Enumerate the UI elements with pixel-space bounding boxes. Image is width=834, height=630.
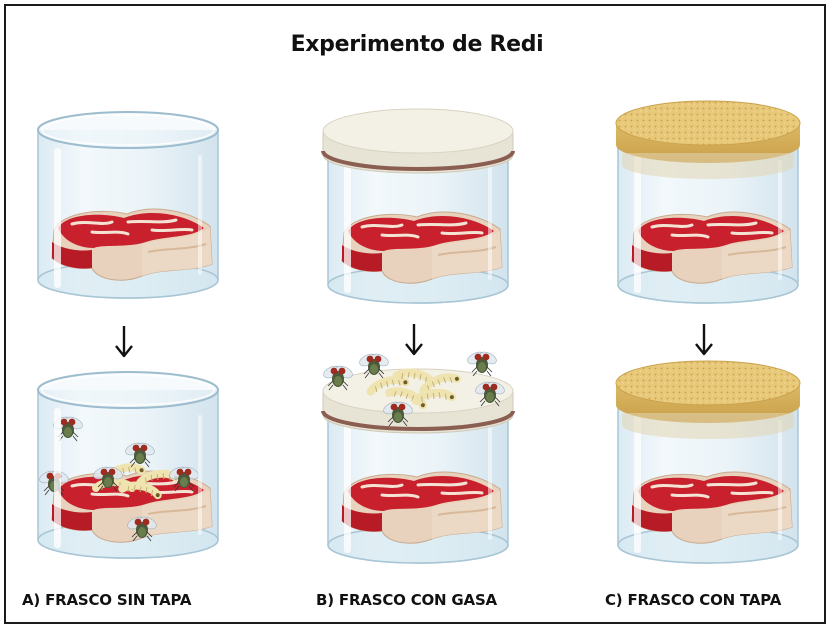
jar-a-top	[37, 111, 219, 299]
label-jar-open: A) FRASCO SIN TAPA	[22, 591, 192, 609]
cork-lid	[615, 360, 801, 439]
jar-c-top	[615, 100, 801, 304]
label-jar-lid: C) FRASCO CON TAPA	[605, 591, 782, 609]
cork-lid	[615, 100, 801, 179]
down-arrow-icon	[114, 324, 134, 358]
gauze-cover	[321, 368, 515, 434]
jar-b-bottom	[321, 349, 515, 564]
fly-icon	[465, 349, 499, 377]
down-arrow-icon	[404, 322, 424, 356]
jar-b-top	[321, 108, 515, 304]
down-arrow-icon	[694, 322, 714, 356]
gauze-cover	[321, 108, 515, 174]
jar-a-bottom	[37, 371, 219, 559]
diagram-title: Experimento de Redi	[290, 32, 544, 57]
label-jar-gauze: B) FRASCO CON GASA	[316, 591, 497, 609]
jar-c-bottom	[615, 360, 801, 564]
